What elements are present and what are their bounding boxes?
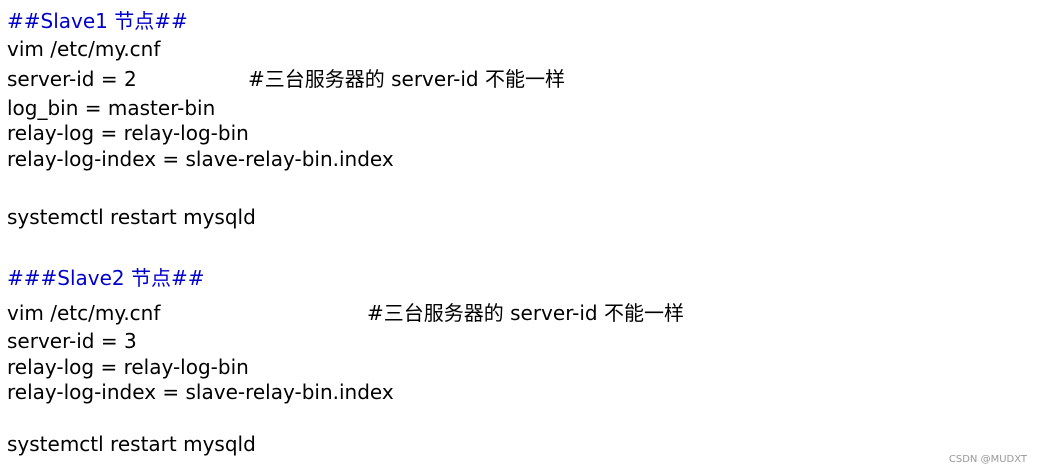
slave1-vim-command: vim /etc/my.cnf (7, 37, 161, 61)
slave2-relay-log: relay-log = relay-log-bin (7, 355, 249, 379)
slave1-heading: ##Slave1 节点## (7, 9, 188, 33)
slave1-relay-log-index: relay-log-index = slave-relay-bin.index (7, 147, 394, 171)
csdn-watermark: CSDN @MUDXT (948, 454, 1027, 465)
slave1-relay-log: relay-log = relay-log-bin (7, 121, 249, 145)
slave2-vim-command: vim /etc/my.cnf (7, 301, 161, 325)
slave2-restart-command: systemctl restart mysqld (7, 432, 256, 456)
slave2-heading: ###Slave2 节点## (7, 266, 205, 290)
slave1-log-bin: log_bin = master-bin (7, 96, 216, 120)
slave1-restart-command: systemctl restart mysqld (7, 205, 256, 229)
slave1-server-id: server-id = 2 (7, 67, 137, 91)
slave2-server-id: server-id = 3 (7, 329, 137, 353)
slave2-relay-log-index: relay-log-index = slave-relay-bin.index (7, 380, 394, 404)
slave2-server-id-comment: #三台服务器的 server-id 不能一样 (367, 301, 684, 325)
slave1-server-id-comment: #三台服务器的 server-id 不能一样 (248, 67, 565, 91)
